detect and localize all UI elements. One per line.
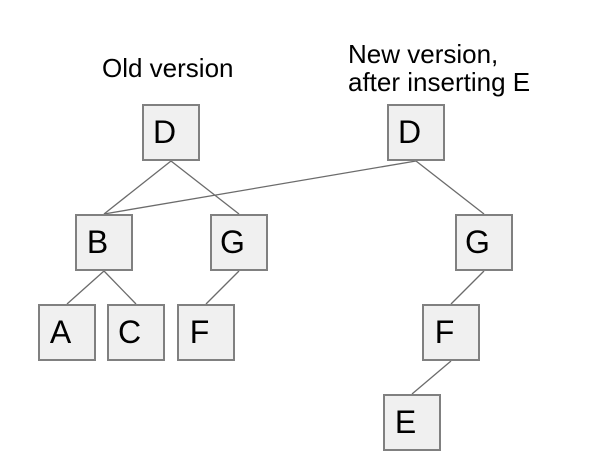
- edge-d-old-g-old: [170, 160, 240, 215]
- edge-b-c: [103, 270, 137, 305]
- tree-node-a: A: [38, 304, 96, 361]
- edge-f-new-e: [411, 360, 452, 395]
- new-version-label: New version, after inserting E: [348, 39, 531, 97]
- tree-node-f-new: F: [422, 304, 480, 361]
- tree-node-g-old: G: [210, 214, 268, 271]
- edge-d-old-b: [103, 160, 172, 215]
- tree-node-f-old: F: [177, 304, 235, 361]
- edge-g-new-f-new: [450, 270, 485, 305]
- tree-node-b: B: [75, 214, 133, 271]
- old-version-label: Old version: [102, 53, 234, 83]
- edge-d-new-g-new: [415, 160, 485, 215]
- edge-d-new-b: [103, 160, 417, 215]
- tree-node-c: C: [107, 304, 165, 361]
- edge-g-old-f-old: [205, 270, 240, 305]
- tree-node-e: E: [383, 394, 441, 451]
- tree-node-d-new: D: [387, 104, 445, 161]
- edge-b-a: [66, 270, 105, 305]
- tree-node-g-new: G: [455, 214, 513, 271]
- tree-node-d-old: D: [142, 104, 200, 161]
